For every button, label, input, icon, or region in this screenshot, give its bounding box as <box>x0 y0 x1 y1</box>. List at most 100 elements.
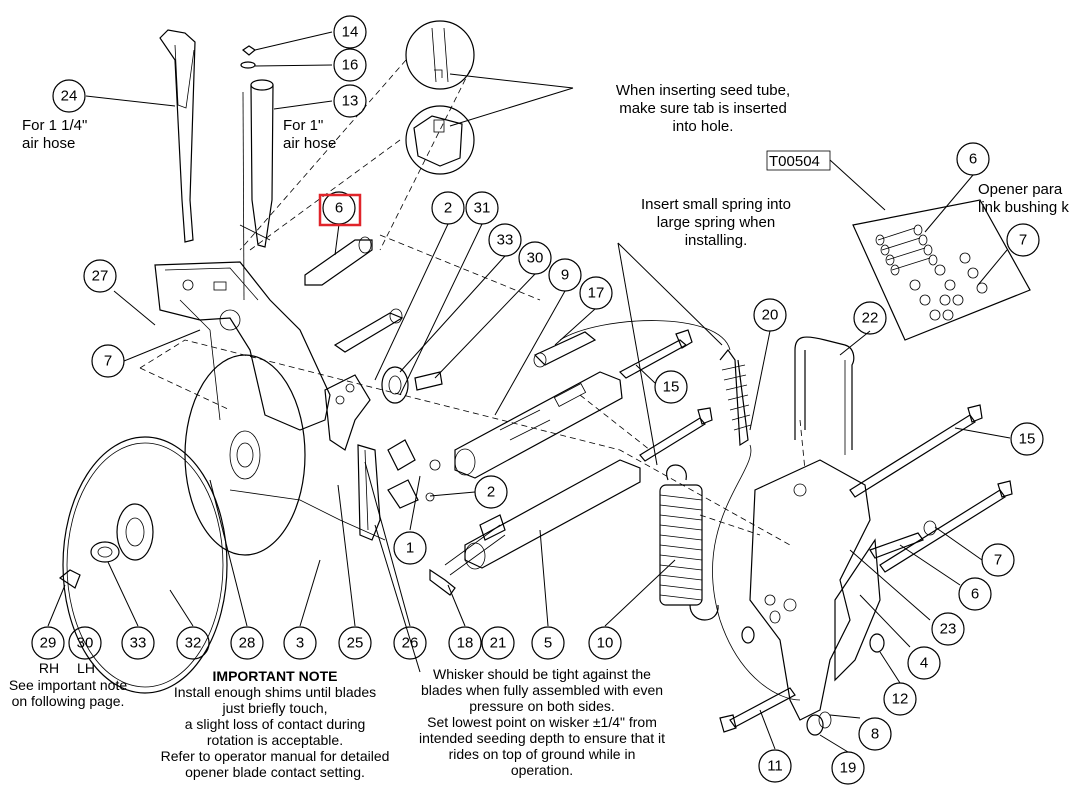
spring-small <box>719 348 752 447</box>
svg-text:9: 9 <box>561 267 569 284</box>
callout-10: 10 <box>588 626 622 660</box>
kit-code-label: T00504 <box>766 150 831 171</box>
svg-text:on following page.: on following page. <box>12 693 125 709</box>
callout-30-lower: 30 <box>68 626 102 660</box>
svg-text:T00504: T00504 <box>769 153 820 170</box>
svg-text:33: 33 <box>130 635 147 652</box>
svg-text:Insert small spring into: Insert small spring into <box>641 196 791 213</box>
callout-16: 16 <box>333 48 367 82</box>
svg-text:14: 14 <box>342 24 359 41</box>
svg-text:rotation is acceptable.: rotation is acceptable. <box>207 732 343 748</box>
callout-29: 29 <box>31 626 65 660</box>
callout-23: 23 <box>931 612 965 646</box>
svg-text:7: 7 <box>104 353 112 370</box>
callout-30: 30 <box>518 241 552 275</box>
svg-text:16: 16 <box>342 57 359 74</box>
svg-text:32: 32 <box>185 635 202 652</box>
svg-text:Refer to operator manual for d: Refer to operator manual for detailed <box>161 748 390 764</box>
callout-15-upper: 15 <box>654 370 688 404</box>
svg-text:intended seeding depth to ensu: intended seeding depth to ensure that it <box>419 730 665 746</box>
svg-text:3: 3 <box>296 635 304 652</box>
callout-6-right: 6 <box>958 577 992 611</box>
svg-text:4: 4 <box>920 655 928 672</box>
callout-25: 25 <box>338 626 372 660</box>
svg-text:20: 20 <box>762 307 779 324</box>
callout-14: 14 <box>333 15 367 49</box>
bolt-11 <box>719 687 832 736</box>
callout-32: 32 <box>176 626 210 660</box>
svg-text:2: 2 <box>487 484 495 501</box>
svg-text:6: 6 <box>971 586 979 603</box>
opener-kit-note: Opener para link bushing k <box>978 181 1069 216</box>
svg-text:6: 6 <box>969 151 977 168</box>
shank-frame <box>154 261 331 431</box>
whisker-note: Whisker should be tight against the blad… <box>419 666 665 778</box>
svg-text:26: 26 <box>402 635 419 652</box>
svg-text:17: 17 <box>588 285 605 302</box>
svg-text:22: 22 <box>862 310 879 327</box>
callout-33-lower: 33 <box>121 626 155 660</box>
svg-text:29: 29 <box>40 635 57 652</box>
bolt-14 <box>240 45 257 69</box>
callout-19: 19 <box>831 751 865 785</box>
svg-text:blades when fully assembled wi: blades when fully assembled with even <box>421 682 663 698</box>
depth-handle <box>429 514 506 596</box>
svg-text:Opener para: Opener para <box>978 181 1063 198</box>
callout-33: 33 <box>488 223 522 257</box>
callout-15-right: 15 <box>1010 422 1044 456</box>
callout-22: 22 <box>853 301 887 335</box>
bolt-15-upper <box>619 329 693 379</box>
callout-4: 4 <box>907 646 941 680</box>
svg-text:LH: LH <box>77 660 95 676</box>
callout-26: 26 <box>393 626 427 660</box>
svg-text:large spring when: large spring when <box>657 214 775 231</box>
callout-2-lower: 2 <box>474 475 508 509</box>
air-hose-1-line2: air hose <box>283 135 336 152</box>
svg-text:make sure tab is inserted: make sure tab is inserted <box>619 100 787 117</box>
svg-text:installing.: installing. <box>685 232 748 249</box>
bolt-lower-right <box>879 480 1013 573</box>
callout-31: 31 <box>465 191 499 225</box>
callout-17: 17 <box>579 276 613 310</box>
svg-text:15: 15 <box>663 379 680 396</box>
callout-18: 18 <box>448 626 482 660</box>
callout-12: 12 <box>883 682 917 716</box>
svg-text:RH: RH <box>39 660 59 676</box>
important-note: IMPORTANT NOTE Install enough shims unti… <box>161 668 390 780</box>
svg-text:link bushing k: link bushing k <box>978 199 1069 216</box>
gauge-wheel-small <box>381 366 443 404</box>
svg-text:21: 21 <box>490 635 507 652</box>
svg-text:1: 1 <box>406 540 414 557</box>
svg-text:Install enough shims until bla: Install enough shims until blades <box>174 684 376 700</box>
disc-blade-rear <box>184 354 306 556</box>
rh-lh-note: RH LH See important note on following pa… <box>9 660 128 709</box>
svg-text:10: 10 <box>597 635 614 652</box>
svg-text:25: 25 <box>347 635 364 652</box>
callout-21: 21 <box>481 626 515 660</box>
callout-7-kit: 7 <box>1006 223 1040 257</box>
svg-text:8: 8 <box>871 726 879 743</box>
bushing-kit-box <box>852 199 1031 341</box>
callout-7-left: 7 <box>91 344 125 378</box>
u-bracket <box>794 336 855 455</box>
svg-text:opener blade contact setting.: opener blade contact setting. <box>185 764 365 780</box>
svg-text:just briefly touch,: just briefly touch, <box>221 700 327 716</box>
svg-text:23: 23 <box>940 621 957 638</box>
bolt-15-mid <box>639 407 713 462</box>
highlight-box <box>318 193 362 227</box>
svg-text:into hole.: into hole. <box>673 118 734 135</box>
spring-note: Insert small spring into large spring wh… <box>641 196 791 249</box>
svg-text:Whisker should be tight agains: Whisker should be tight against the <box>433 666 651 682</box>
svg-text:When inserting seed tube,: When inserting seed tube, <box>616 82 790 99</box>
bushing-6-top <box>304 236 373 286</box>
callout-11: 11 <box>758 749 792 783</box>
svg-text:5: 5 <box>544 635 552 652</box>
svg-text:12: 12 <box>892 691 909 708</box>
svg-text:2: 2 <box>444 200 452 217</box>
callout-2: 2 <box>431 191 465 225</box>
callout-7-right: 7 <box>981 543 1015 577</box>
whisker <box>357 444 381 541</box>
callout-24: 24 <box>52 79 86 113</box>
